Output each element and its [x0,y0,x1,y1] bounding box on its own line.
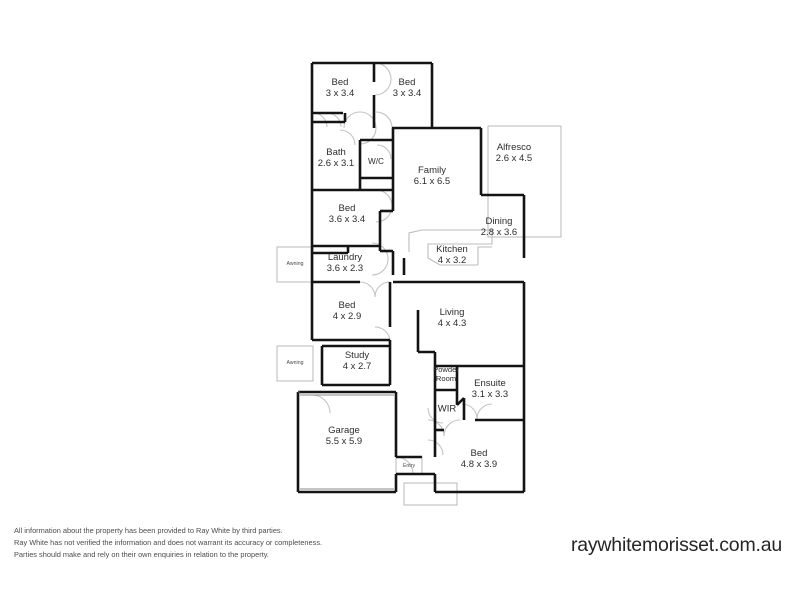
disclaimer-line-2: Ray White has not verified the informati… [14,537,323,547]
kitchen-bench-outline [408,229,493,266]
window-marks [298,391,394,490]
disclaimer-line-3: Parties should make and rely on their ow… [14,549,269,559]
structural-walls [296,61,526,494]
disclaimer-text: All information about the property has b… [14,525,444,561]
disclaimer-line-1: All information about the property has b… [14,526,283,535]
brand-website-url: raywhitemorisset.com.au [570,534,782,556]
